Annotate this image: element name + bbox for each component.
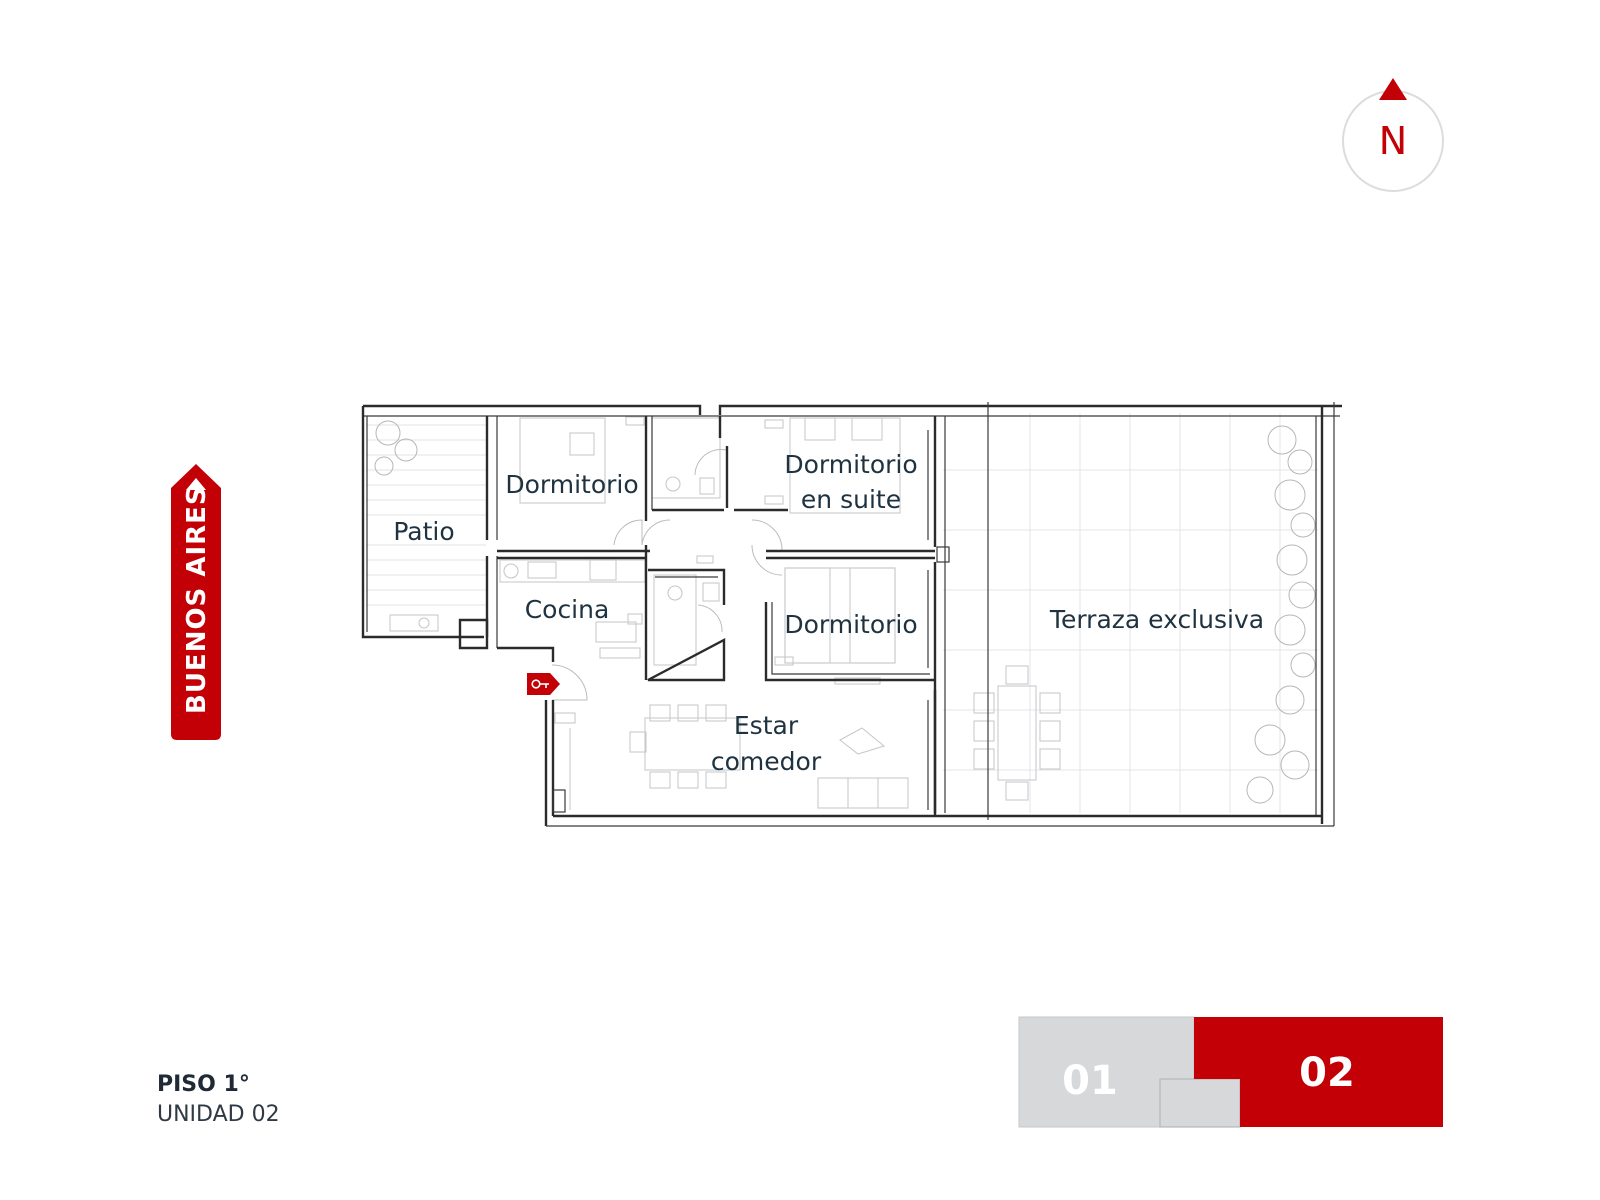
floor-title: PISO 1° <box>157 1072 250 1097</box>
room-label-suite-line2: en suite <box>801 485 901 514</box>
unit-01-label: 01 <box>1062 1058 1118 1104</box>
unit-02-label: 02 <box>1299 1050 1355 1096</box>
unit-selector[interactable]: 01 02 <box>1018 1016 1443 1128</box>
compass-label: N <box>1379 119 1407 163</box>
north-arrow-icon <box>1379 78 1407 100</box>
unit-title: UNIDAD 02 <box>157 1102 280 1127</box>
street-direction-icon <box>186 478 206 490</box>
room-label-cocina: Cocina <box>525 595 610 624</box>
room-label-dormitorio-2: Dormitorio <box>784 610 917 639</box>
entry-marker <box>527 673 560 695</box>
terrace-grid <box>943 413 1318 813</box>
patio-deck <box>366 424 486 606</box>
compass: N <box>1342 78 1444 192</box>
key-icon <box>531 679 549 689</box>
floor-info: PISO 1° UNIDAD 02 <box>157 1070 280 1130</box>
room-label-patio: Patio <box>393 517 454 546</box>
unit-01-tile[interactable]: 01 <box>1018 1016 1241 1128</box>
room-labels: Patio Dormitorio Dormitorio en suite Coc… <box>393 450 1264 776</box>
door-swings <box>551 449 783 701</box>
room-label-dormitorio: Dormitorio <box>505 470 638 499</box>
street-sign: BUENOS AIRES <box>171 464 221 740</box>
room-label-suite-line1: Dormitorio <box>784 450 917 479</box>
room-label-estar-line2: comedor <box>711 747 822 776</box>
furniture <box>389 416 1061 810</box>
street-label: BUENOS AIRES <box>182 485 212 714</box>
unit-02-tile[interactable]: 02 <box>1194 1017 1443 1127</box>
room-label-estar-line1: Estar <box>734 711 799 740</box>
walls <box>361 402 1342 827</box>
plants <box>374 420 1316 804</box>
room-label-terraza: Terraza exclusiva <box>1049 605 1264 634</box>
